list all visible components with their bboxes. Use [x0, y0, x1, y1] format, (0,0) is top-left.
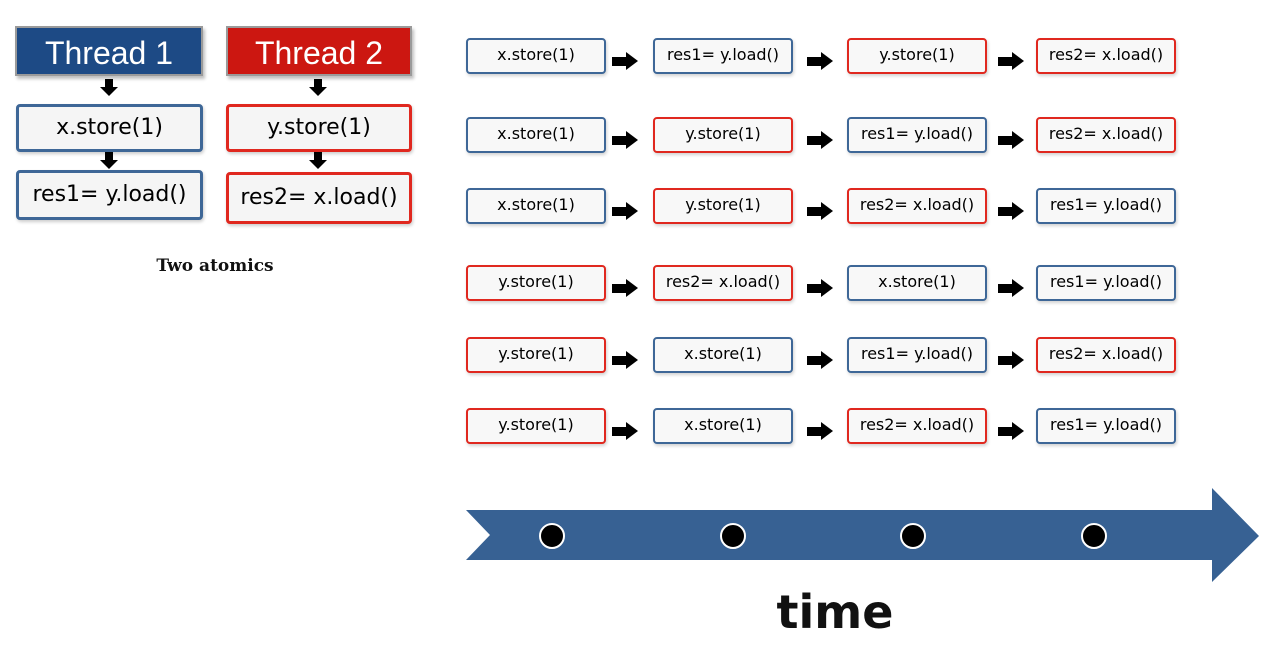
right-arrow-icon: [612, 279, 640, 297]
interleaving-step: res1= y.load(): [847, 117, 987, 153]
thread-1-op-1: x.store(1): [16, 104, 203, 152]
thread-2-header: Thread 2: [226, 26, 412, 76]
interleaving-step: x.store(1): [653, 408, 793, 444]
right-arrow-icon: [612, 131, 640, 149]
interleaving-row: x.store(1) y.store(1) res2= x.load() res1= …: [0, 188, 1273, 228]
interleaving-step: res2= x.load(): [1036, 38, 1176, 74]
thread-2-op-2: res2= x.load(): [226, 172, 412, 224]
interleaving-step: res2= x.load(): [847, 408, 987, 444]
thread-1-header: Thread 1: [15, 26, 203, 76]
interleaving-step: x.store(1): [466, 188, 606, 224]
right-arrow-icon: [807, 351, 835, 369]
right-arrow-icon: [998, 52, 1026, 70]
interleaving-step: y.store(1): [653, 188, 793, 224]
interleaving-step: res2= x.load(): [847, 188, 987, 224]
interleaving-step: res1= y.load(): [847, 337, 987, 373]
interleaving-step: res2= x.load(): [653, 265, 793, 301]
interleaving-row: x.store(1) y.store(1) res1= y.load() res2= …: [0, 117, 1273, 157]
timeline-markers: [539, 523, 1107, 549]
diagram-caption: Two atomics: [156, 256, 274, 276]
interleaving-step: y.store(1): [847, 38, 987, 74]
right-arrow-icon: [998, 131, 1026, 149]
interleaving-step: x.store(1): [653, 337, 793, 373]
right-arrow-icon: [612, 202, 640, 220]
interleaving-step: res2= x.load(): [1036, 117, 1176, 153]
interleaving-step: x.store(1): [466, 38, 606, 74]
thread-1-op-2: res1= y.load(): [16, 170, 203, 220]
interleaving-step: y.store(1): [466, 408, 606, 444]
right-arrow-icon: [998, 279, 1026, 297]
interleaving-row: y.store(1) x.store(1) res1= y.load() res2= …: [0, 337, 1273, 377]
right-arrow-icon: [998, 351, 1026, 369]
time-label: time: [776, 585, 894, 639]
right-arrow-icon: [612, 52, 640, 70]
timeline-marker: [720, 523, 746, 549]
timeline-marker: [1081, 523, 1107, 549]
interleaving-row: y.store(1) res2= x.load() x.store(1) res1= …: [0, 265, 1273, 305]
right-arrow-icon: [807, 422, 835, 440]
timeline-marker: [539, 523, 565, 549]
right-arrow-icon: [998, 202, 1026, 220]
timeline-arrow-shape: [466, 488, 1259, 582]
thread-2-op-1: y.store(1): [226, 104, 412, 152]
timeline-marker: [900, 523, 926, 549]
interleaving-step: res1= y.load(): [1036, 408, 1176, 444]
interleaving-step: res1= y.load(): [1036, 188, 1176, 224]
interleaving-step: res1= y.load(): [653, 38, 793, 74]
interleaving-step: x.store(1): [847, 265, 987, 301]
interleaving-step: res2= x.load(): [1036, 337, 1176, 373]
interleaving-row: y.store(1) x.store(1) res2= x.load() res1= …: [0, 408, 1273, 448]
interleaving-row: x.store(1) res1= y.load() y.store(1) res2= …: [0, 38, 1273, 78]
interleaving-step: y.store(1): [466, 337, 606, 373]
interleaving-step: x.store(1): [466, 117, 606, 153]
interleaving-step: y.store(1): [653, 117, 793, 153]
interleaving-step: y.store(1): [466, 265, 606, 301]
right-arrow-icon: [807, 202, 835, 220]
right-arrow-icon: [998, 422, 1026, 440]
right-arrow-icon: [807, 131, 835, 149]
interleaving-step: res1= y.load(): [1036, 265, 1176, 301]
right-arrow-icon: [807, 52, 835, 70]
right-arrow-icon: [612, 351, 640, 369]
right-arrow-icon: [612, 422, 640, 440]
right-arrow-icon: [807, 279, 835, 297]
